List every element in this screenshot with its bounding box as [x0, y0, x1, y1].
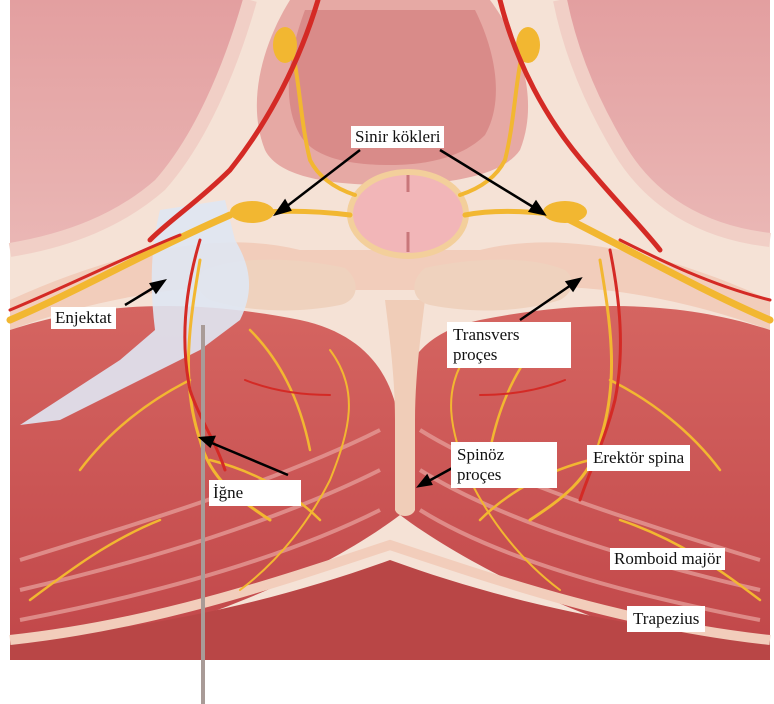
transverse-process-right	[414, 260, 572, 311]
label-transverse-process-line1: Transvers	[453, 325, 565, 345]
label-transverse-process-line2: proçes	[453, 345, 565, 365]
label-trapezius: Trapezius	[627, 606, 705, 632]
label-spinous-process: Spinöz proçes	[451, 442, 557, 488]
nerve-root-ganglion-right	[543, 201, 587, 223]
label-rhomboid-major: Romboid majör	[610, 548, 725, 570]
nerve-root-ganglion-left	[230, 201, 274, 223]
label-injectate: Enjektat	[51, 307, 116, 329]
label-spinous-process-line2: proçes	[457, 465, 551, 485]
label-spinous-process-line1: Spinöz	[457, 445, 551, 465]
label-needle: İğne	[209, 480, 301, 506]
sympathetic-ganglion-left	[273, 27, 297, 63]
label-transverse-process: Transvers proçes	[447, 322, 571, 368]
label-erector-spinae: Erektör spina	[587, 445, 690, 471]
label-nerve-roots: Sinir kökleri	[351, 126, 444, 148]
